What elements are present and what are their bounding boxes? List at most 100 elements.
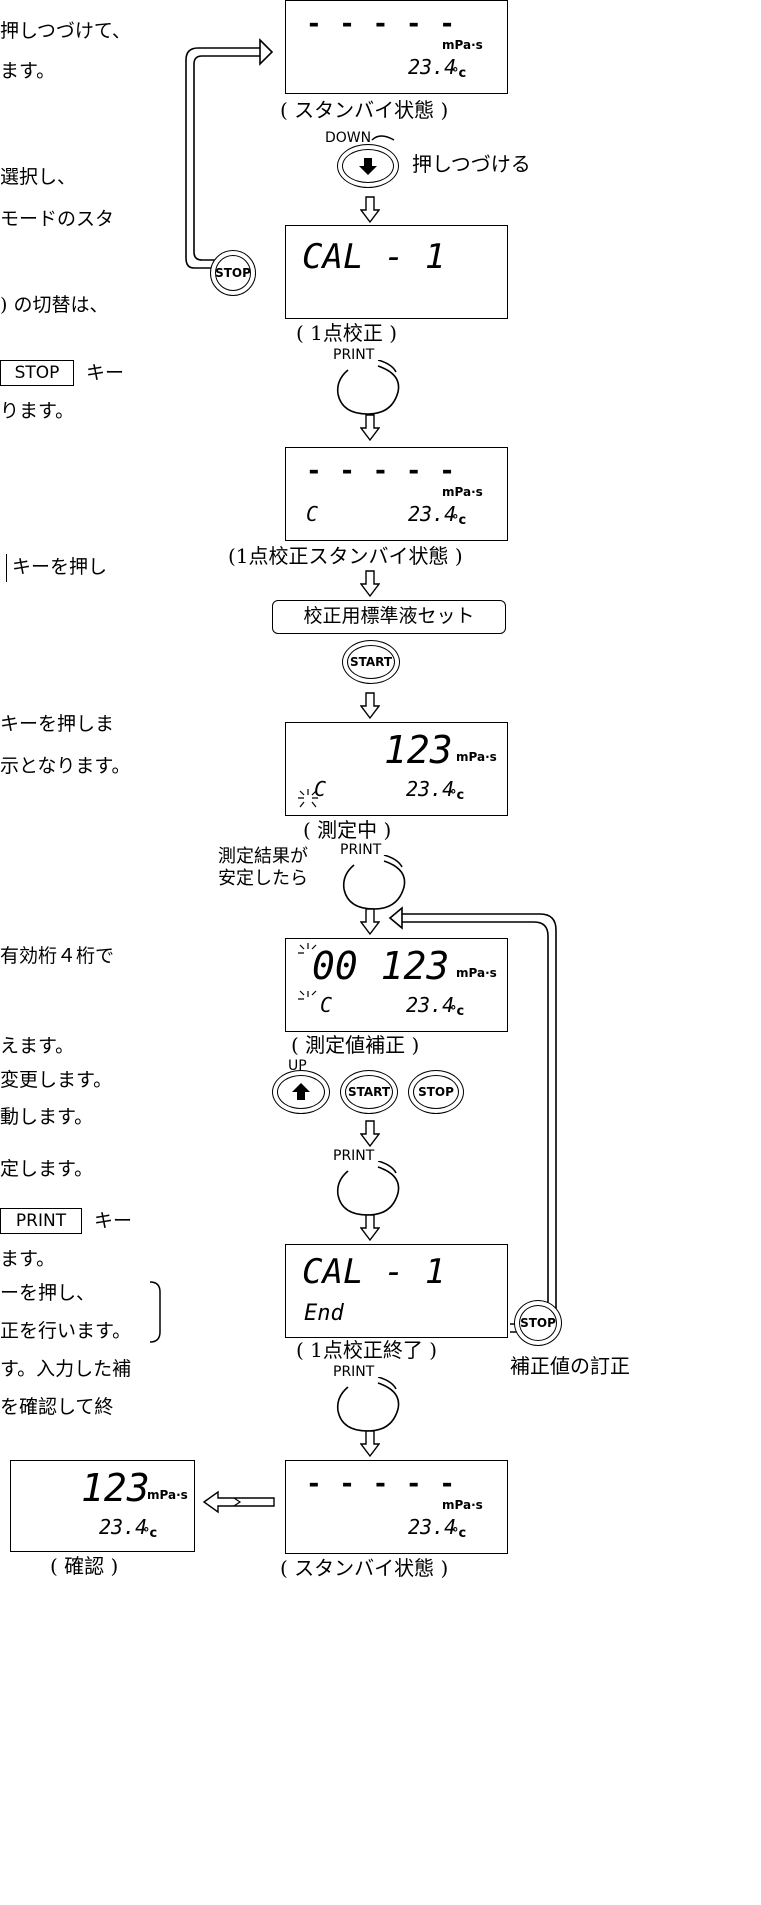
- print-label: PRINT: [333, 1148, 375, 1164]
- print-button-icon[interactable]: [330, 1377, 410, 1437]
- unit-c: °c: [450, 788, 465, 803]
- text-line: 有効桁４桁で: [0, 945, 115, 967]
- lcd-cal1: CAL - 1: [285, 225, 508, 319]
- start-button[interactable]: START: [340, 1070, 398, 1114]
- lcd-c-mark: C: [314, 777, 327, 801]
- set-fluid-box: 校正用標準液セット: [272, 600, 506, 634]
- text-line: キーを押しま: [0, 713, 115, 735]
- unit-mpas: mPa·s: [456, 966, 497, 980]
- lcd-temp: 23.4: [406, 993, 455, 1017]
- stop-button[interactable]: STOP: [408, 1070, 464, 1114]
- stop-button-label: STOP: [413, 1075, 459, 1109]
- print-label: PRINT: [333, 347, 375, 363]
- lcd-cal1-standby: - - - - - mPa·s C 23.4 °c: [285, 447, 508, 541]
- caption-confirm: ( 確認 ): [50, 1554, 119, 1578]
- caption-when-stable-1: 測定結果が: [218, 846, 308, 867]
- lcd-cal-text: CAL - 1: [302, 237, 446, 277]
- text-line: 動します。: [0, 1106, 94, 1128]
- text-line: す。入力した補: [0, 1358, 132, 1380]
- lcd-cal-text: CAL - 1: [302, 1252, 446, 1292]
- lcd-temp: 23.4: [408, 1515, 457, 1539]
- text-line: モードのスタ: [0, 208, 115, 230]
- text-line: ーを押し、: [0, 1282, 96, 1304]
- caption-cal1-standby: (1点校正スタンバイ状態 ): [228, 544, 463, 568]
- caption-correction: ( 測定値補正 ): [291, 1033, 420, 1057]
- caption-cal1-end: ( 1点校正終了 ): [296, 1338, 438, 1362]
- caption-cal1: ( 1点校正 ): [296, 321, 398, 345]
- print-button-icon[interactable]: [330, 360, 410, 420]
- text-line: キー: [86, 362, 125, 384]
- lcd-c-mark: C: [306, 502, 319, 526]
- lcd-value: 123: [384, 728, 453, 772]
- stop-button-label: STOP: [215, 255, 251, 291]
- unit-mpas: mPa·s: [147, 1488, 188, 1502]
- stop-button[interactable]: STOP: [210, 250, 256, 296]
- lcd-confirm: 123 mPa·s 23.4 °c: [10, 1460, 195, 1552]
- flow-arrow-icon: [360, 1430, 380, 1458]
- caption-measuring: ( 測定中 ): [303, 818, 392, 842]
- print-button-icon[interactable]: [330, 1161, 410, 1221]
- blink-icon: [298, 789, 318, 808]
- double-arrow-icon: [202, 1490, 275, 1514]
- unit-c: °c: [452, 513, 467, 528]
- bracket-icon: [149, 1281, 161, 1343]
- lcd-standby: - - - - - mPa·s 23.4 °c: [285, 0, 508, 94]
- flow-arrow-icon: [360, 1120, 380, 1148]
- unit-mpas: mPa·s: [442, 485, 483, 499]
- lcd-dashes: - - - - -: [306, 1469, 456, 1499]
- lcd-dashes: - - - - -: [306, 9, 456, 39]
- text-line: えます。: [0, 1035, 75, 1057]
- text-line: ります。: [0, 400, 75, 422]
- key-box-edge: [0, 554, 7, 582]
- stop-key: STOP: [0, 360, 74, 386]
- stop-button[interactable]: STOP: [514, 1300, 562, 1346]
- caption-fix-value: 補正値の訂正: [510, 1354, 630, 1378]
- lcd-correction: 00 123 mPa·s C 23.4 °c: [285, 938, 508, 1032]
- print-label: PRINT: [333, 1364, 375, 1380]
- flow-arrow-icon: [360, 692, 380, 720]
- unit-c: °c: [143, 1526, 158, 1541]
- text-line: ます。: [0, 1248, 56, 1270]
- text-line: 定します。: [0, 1158, 94, 1180]
- lcd-measuring: 123 mPa·s C 23.4 °c: [285, 722, 508, 816]
- unit-c: °c: [452, 66, 467, 81]
- unit-mpas: mPa·s: [442, 38, 483, 52]
- flow-arrow-icon: [360, 570, 380, 598]
- text-line: ) の切替は、: [0, 294, 109, 316]
- lcd-cal1-end: CAL - 1 End: [285, 1244, 508, 1338]
- caption-hold: 押しつづける: [412, 152, 531, 176]
- start-button-label: START: [345, 1075, 393, 1109]
- print-key: PRINT: [0, 1208, 82, 1234]
- unit-c: °c: [452, 1526, 467, 1541]
- unit-mpas: mPa·s: [442, 1498, 483, 1512]
- text-line: を確認して終: [0, 1396, 114, 1418]
- flow-arrow-icon: [360, 1214, 380, 1242]
- text-line: 正を行います。: [0, 1320, 132, 1342]
- down-button[interactable]: [337, 144, 399, 188]
- unit-mpas: mPa·s: [456, 750, 497, 764]
- lcd-standby-final: - - - - - mPa·s 23.4 °c: [285, 1460, 508, 1554]
- lcd-temp: 23.4: [408, 55, 457, 79]
- lcd-c-mark: C: [320, 993, 333, 1017]
- caption-when-stable-2: 安定したら: [218, 868, 308, 889]
- down-label: DOWN: [325, 130, 372, 146]
- text-line: キー: [94, 1210, 133, 1232]
- print-label: PRINT: [340, 842, 382, 858]
- text-line: 変更します。: [0, 1069, 113, 1091]
- lcd-dashes: - - - - -: [306, 456, 456, 486]
- text-line: ます。: [0, 60, 56, 82]
- text-line: 示となります。: [0, 755, 131, 777]
- hook-icon: [371, 135, 395, 141]
- text-line: 押しつづけて、: [0, 20, 131, 42]
- up-button[interactable]: [272, 1070, 330, 1114]
- lcd-temp: 23.4: [99, 1515, 148, 1539]
- lcd-value-full: 00 123: [312, 944, 450, 988]
- start-button[interactable]: START: [342, 640, 400, 684]
- flow-arrow-icon: [360, 908, 380, 936]
- lcd-end-text: End: [304, 1301, 344, 1326]
- text-line: キーを押し: [12, 556, 108, 578]
- loop-arrow-icon: [185, 38, 274, 269]
- down-arrow-icon: [342, 149, 394, 183]
- start-button-label: START: [347, 645, 395, 679]
- lcd-temp: 23.4: [406, 777, 455, 801]
